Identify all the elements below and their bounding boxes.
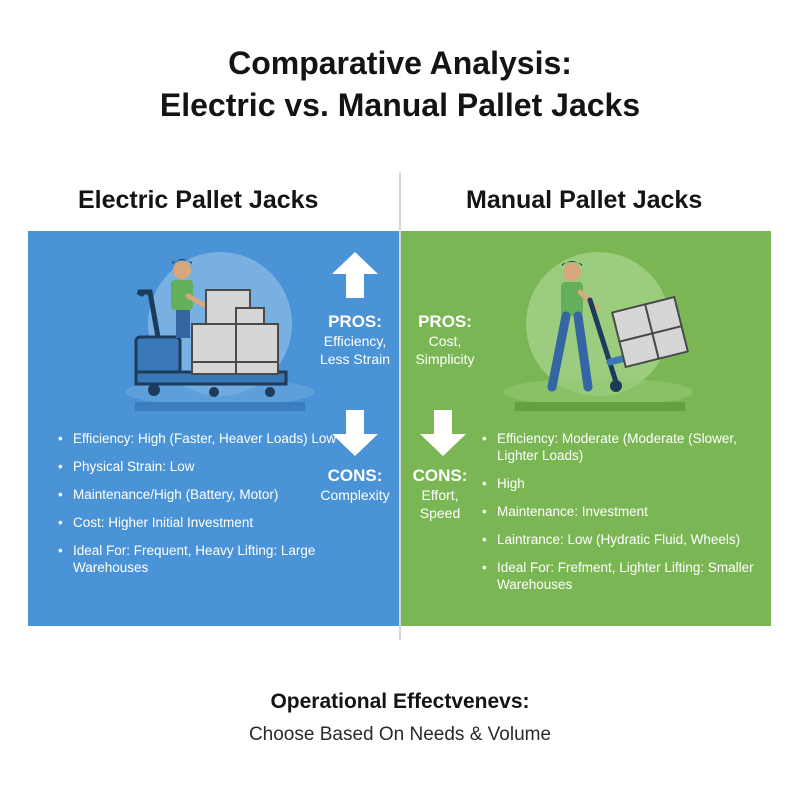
electric-bullet-list: • Efficiency: High (Faster, Heaver Loads)… [58, 430, 348, 587]
manual-cons-line-1: Effort, [421, 487, 459, 503]
electric-pros-line-2: Less Strain [319, 351, 391, 367]
center-divider [399, 172, 401, 640]
bullet-text: Cost: Higher Initial Investment [73, 515, 254, 530]
list-item: • Laintrance: Low (Hydratic Fluid, Wheels… [482, 531, 767, 548]
bullet-text: Maintenance/High (Battery, Motor) [73, 487, 279, 502]
bullet-text: Efficiency: High (Faster, Heaver Loads) … [73, 431, 337, 446]
bullet-text: Ideal For: Frequent, Heavy Lifting: Larg… [73, 543, 316, 575]
bullet-text: Laintrance: Low (Hydratic Fluid, Wheels) [497, 532, 741, 547]
bullet-dot: • [482, 532, 487, 547]
list-item: • Ideal For: Frequent, Heavy Lifting: Lar… [58, 542, 348, 576]
worker-pushing-manual-pallet-jack-icon [503, 252, 693, 411]
bullet-text: High [497, 476, 525, 491]
bullet-text: Maintenance: Investment [497, 504, 648, 519]
title-line-2: Electric vs. Manual Pallet Jacks [159, 87, 641, 123]
title-line-1: Comparative Analysis: [228, 45, 572, 81]
manual-pros-heading: PROS: [418, 312, 472, 331]
bullet-text: Physical Strain: Low [73, 459, 195, 474]
bullet-dot: • [58, 431, 63, 446]
list-item: • Ideal For: Frefment, Lighter Lifting: S… [482, 559, 767, 593]
page-title: Comparative Analysis: Electric vs. Manua… [0, 42, 800, 126]
electric-pros-line-1: Efficiency, [323, 333, 387, 349]
list-item: • Efficiency: Moderate (Moderate (Slower,… [482, 430, 767, 464]
footer-heading: Operational Effectvenevs: [270, 690, 530, 713]
pros-arrow-up-icon [332, 252, 378, 298]
bullet-text: Ideal For: Frefment, Lighter Lifting: Sm… [497, 560, 754, 592]
manual-cons: CONS: Effort, Speed [404, 466, 476, 522]
bullet-dot: • [482, 560, 487, 575]
list-item: • High [482, 475, 767, 492]
worker-riding-electric-pallet-jack-icon [125, 252, 315, 411]
electric-heading: Electric Pallet Jacks [78, 186, 319, 214]
electric-pros-heading: PROS: [328, 312, 382, 331]
manual-cons-line-2: Speed [419, 505, 461, 521]
bullet-dot: • [482, 476, 487, 491]
bullet-text: Efficiency: Moderate (Moderate (Slower, … [497, 431, 737, 463]
manual-heading: Manual Pallet Jacks [466, 186, 703, 214]
bullet-dot: • [58, 487, 63, 502]
cons-arrow-down-icon [420, 410, 466, 456]
bullet-dot: • [482, 431, 487, 446]
manual-bullet-list: • Efficiency: Moderate (Moderate (Slower,… [482, 430, 767, 604]
list-item: • Maintenance/High (Battery, Motor) [58, 486, 348, 503]
electric-pros: PROS: Efficiency, Less Strain [296, 312, 414, 368]
bullet-dot: • [482, 504, 487, 519]
manual-pros-line-2: Simplicity [415, 351, 475, 367]
manual-pros-line-1: Cost, [428, 333, 462, 349]
list-item: • Maintenance: Investment [482, 503, 767, 520]
electric-cons: CONS: Complexity [296, 466, 414, 504]
list-item: • Efficiency: High (Faster, Heaver Loads)… [58, 430, 348, 447]
bullet-dot: • [58, 459, 63, 474]
electric-cons-heading: CONS: [327, 466, 383, 485]
list-item: • Physical Strain: Low [58, 458, 348, 475]
manual-cons-heading: CONS: [412, 466, 468, 485]
bullet-dot: • [58, 543, 63, 558]
electric-cons-line-1: Complexity [320, 487, 390, 503]
cons-arrow-down-icon [332, 410, 378, 456]
manual-pros: PROS: Cost, Simplicity [404, 312, 486, 368]
list-item: • Cost: Higher Initial Investment [58, 514, 348, 531]
footer-subtitle: Choose Based On Needs & Volume [248, 724, 552, 745]
bullet-dot: • [58, 515, 63, 530]
